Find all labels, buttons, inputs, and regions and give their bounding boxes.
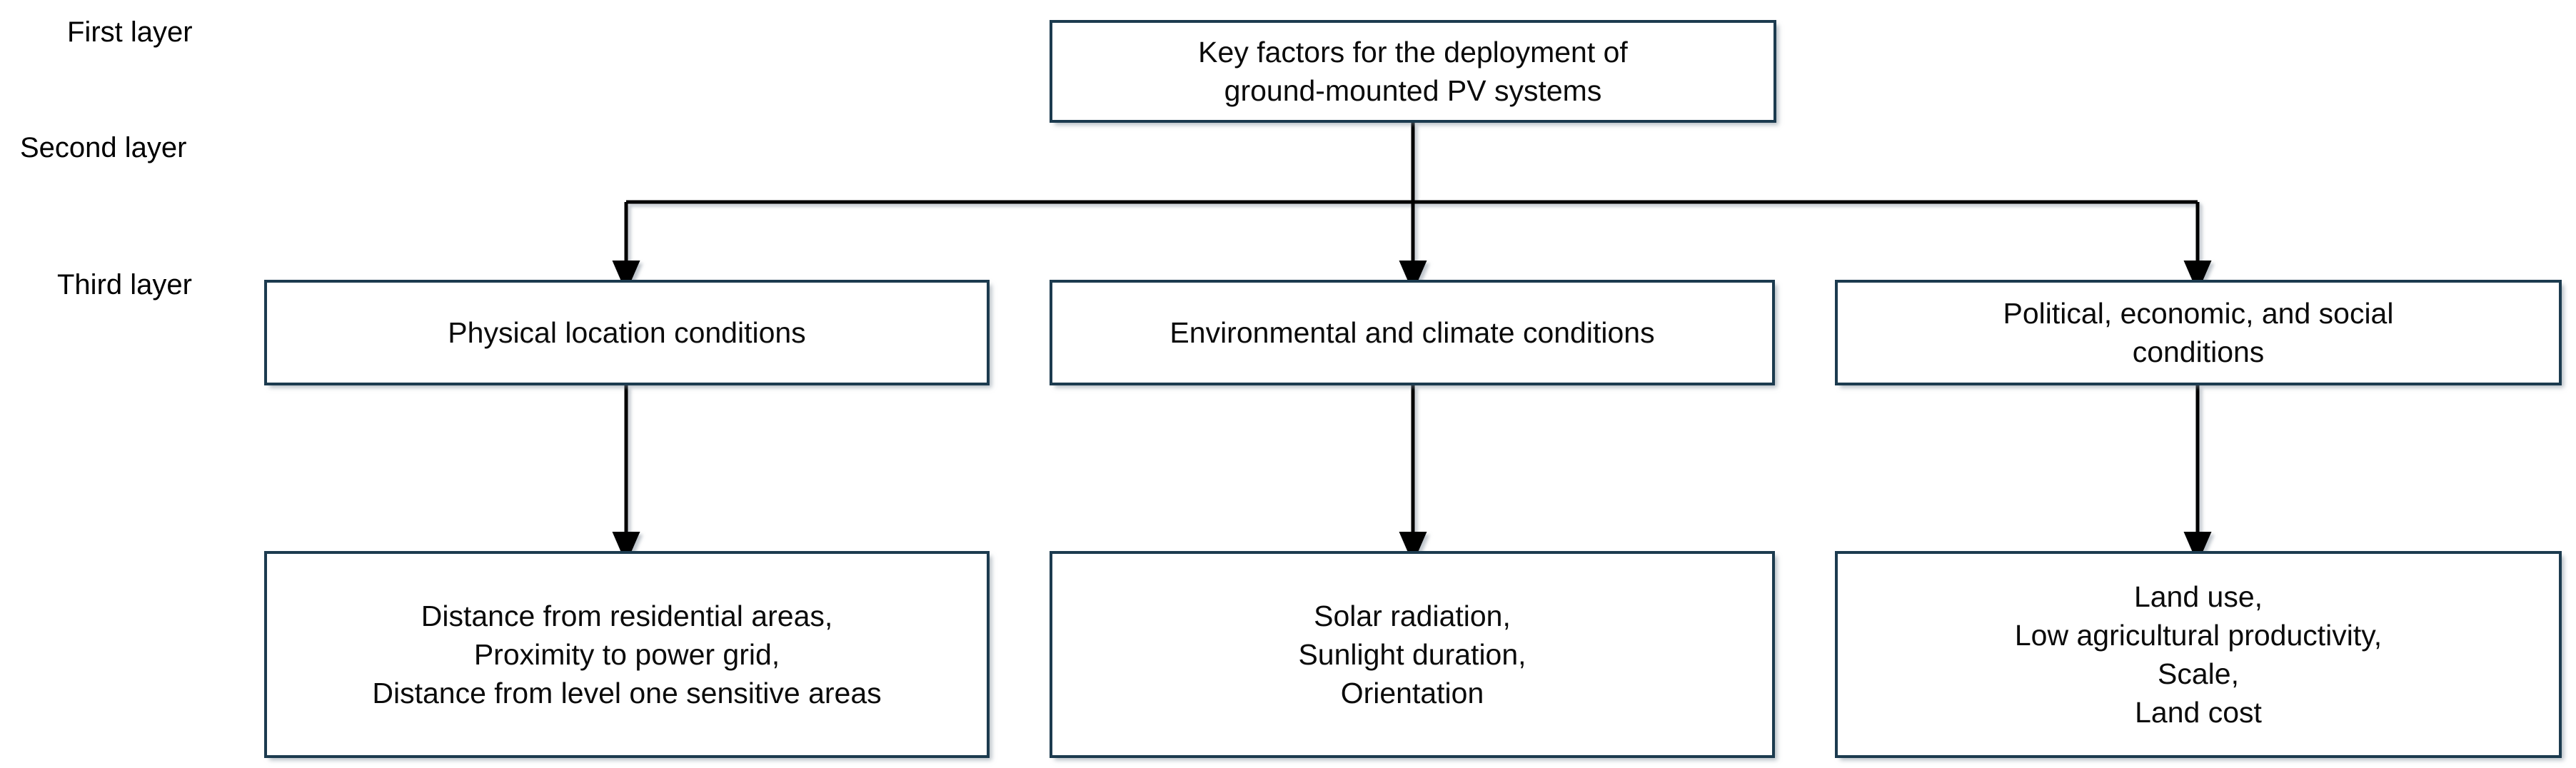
node-third-layer-location-criteria[interactable]: Distance from residential areas, Proximi… — [264, 551, 990, 758]
node-third-layer-2-label: Land use, Low agricultural productivity,… — [2014, 580, 2383, 729]
node-first-layer-root[interactable]: Key factors for the deployment of ground… — [1050, 20, 1776, 123]
node-third-layer-0-label: Distance from residential areas, Proximi… — [372, 599, 882, 710]
layer-label-first: First layer — [67, 16, 193, 48]
node-second-layer-2-label: Political, economic, and social conditio… — [2003, 296, 2394, 368]
layer-label-third: Third layer — [57, 269, 192, 300]
node-third-layer-1-label: Solar radiation, Sunlight duration, Orie… — [1298, 599, 1526, 710]
node-third-layer-socioeconomic-criteria[interactable]: Land use, Low agricultural productivity,… — [1835, 551, 2562, 758]
layer-label-second: Second layer — [20, 132, 187, 163]
node-second-layer-1-label: Environmental and climate conditions — [1169, 315, 1655, 349]
node-third-layer-climate-criteria[interactable]: Solar radiation, Sunlight duration, Orie… — [1050, 551, 1775, 758]
node-first-layer-root-label: Key factors for the deployment of ground… — [1198, 35, 1628, 107]
node-second-layer-0-label: Physical location conditions — [448, 315, 806, 349]
node-second-layer-environmental-and-climate-conditions[interactable]: Environmental and climate conditions — [1050, 280, 1775, 385]
node-second-layer-physical-location-conditions[interactable]: Physical location conditions — [264, 280, 990, 385]
node-second-layer-political-economic-social-conditions[interactable]: Political, economic, and social conditio… — [1835, 280, 2562, 385]
